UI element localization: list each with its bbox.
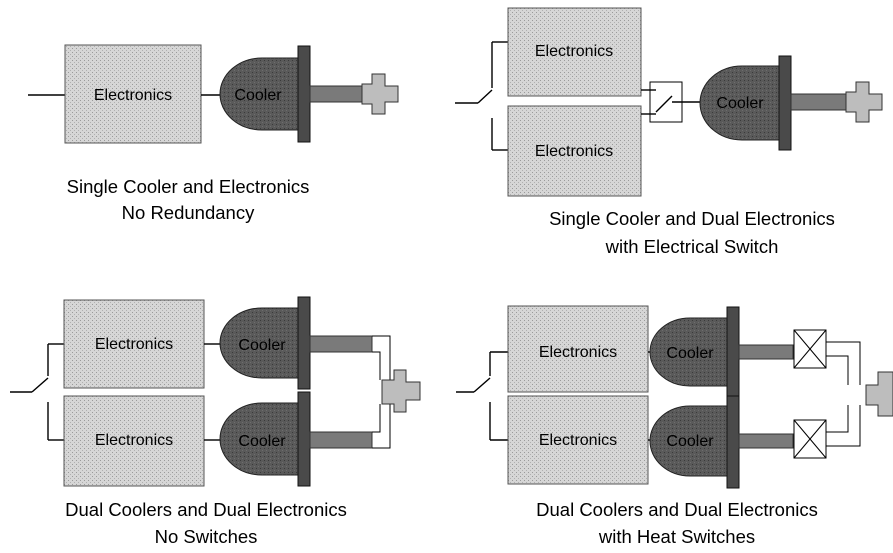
panel-single-dual-electronics: Electronics Electronics Cooler Single Co… xyxy=(455,7,883,257)
electronics-box-top xyxy=(63,299,205,389)
caption-line-1: Dual Coolers and Dual Electronics xyxy=(65,499,347,520)
caption-line-2: with Heat Switches xyxy=(598,526,755,547)
electronics-box-top xyxy=(507,305,649,393)
caption-line-1: Dual Coolers and Dual Electronics xyxy=(536,499,818,520)
electronics-box-bottom xyxy=(63,395,205,487)
cooler-body-bottom xyxy=(649,405,729,477)
cooler-body-bottom xyxy=(219,402,301,476)
electronics-label: Electronics xyxy=(95,336,173,353)
cooler-body-top xyxy=(649,317,729,387)
cold-finger-top xyxy=(309,335,373,353)
electrical-switch-blade xyxy=(655,95,673,113)
panel-dual-heat-switches: Electronics Electronics Cooler Cooler Du… xyxy=(456,305,893,547)
cooler-flange-bottom xyxy=(297,391,311,487)
cooler-body xyxy=(219,57,301,131)
cold-finger-top xyxy=(738,344,794,360)
switch-blade xyxy=(477,89,493,104)
cooler-flange-top xyxy=(726,306,740,398)
cooler-label: Cooler xyxy=(238,433,286,450)
electronics-box-bottom xyxy=(507,105,642,197)
thermal-link-bottom xyxy=(372,404,381,433)
caption-line-2: with Electrical Switch xyxy=(605,236,779,257)
switch-blade xyxy=(31,377,49,393)
cooler-flange-bottom xyxy=(726,395,740,489)
cooler-label: Cooler xyxy=(666,433,714,450)
cooler-label: Cooler xyxy=(666,345,714,362)
cooler-label: Cooler xyxy=(716,95,764,112)
cold-head xyxy=(381,369,421,413)
cold-head xyxy=(845,81,883,123)
electronics-label: Electronics xyxy=(94,87,172,104)
thermal-link-bottom xyxy=(826,405,849,433)
electronics-box-top xyxy=(507,7,642,97)
heat-switch-bottom xyxy=(793,419,827,459)
cooler-label: Cooler xyxy=(238,337,286,354)
electronics-label: Electronics xyxy=(535,143,613,160)
cold-finger xyxy=(790,93,854,111)
cold-head xyxy=(361,73,399,115)
caption-line-2: No Switches xyxy=(155,526,258,547)
cooler-flange xyxy=(297,45,311,143)
electronics-label: Electronics xyxy=(539,432,617,449)
thermal-link-top xyxy=(826,341,861,385)
cooler-body-top xyxy=(219,307,301,379)
thermal-link-top xyxy=(372,335,391,380)
cooler-label: Cooler xyxy=(234,87,282,104)
cooler-flange xyxy=(778,55,792,151)
panel-dual-no-switches: Electronics Electronics Cooler Cooler Du… xyxy=(10,296,421,547)
cold-finger-bottom xyxy=(738,433,794,449)
electronics-box xyxy=(64,44,202,144)
heat-switch-top xyxy=(793,329,827,369)
caption-line-1: Single Cooler and Electronics xyxy=(67,176,310,197)
electronics-box-bottom xyxy=(507,395,649,485)
cold-head xyxy=(865,371,893,417)
electronics-label: Electronics xyxy=(539,344,617,361)
caption-line-2: No Redundancy xyxy=(122,202,255,223)
electronics-label: Electronics xyxy=(535,43,613,60)
cold-finger-bottom xyxy=(309,431,373,449)
switch-blade xyxy=(473,377,491,393)
panel-single-no-redundancy: Electronics Cooler Single Cooler and Ele… xyxy=(28,44,399,223)
cooler-flange-top xyxy=(297,296,311,390)
cooler-body xyxy=(699,65,781,141)
electronics-label: Electronics xyxy=(95,432,173,449)
caption-line-1: Single Cooler and Dual Electronics xyxy=(549,208,835,229)
